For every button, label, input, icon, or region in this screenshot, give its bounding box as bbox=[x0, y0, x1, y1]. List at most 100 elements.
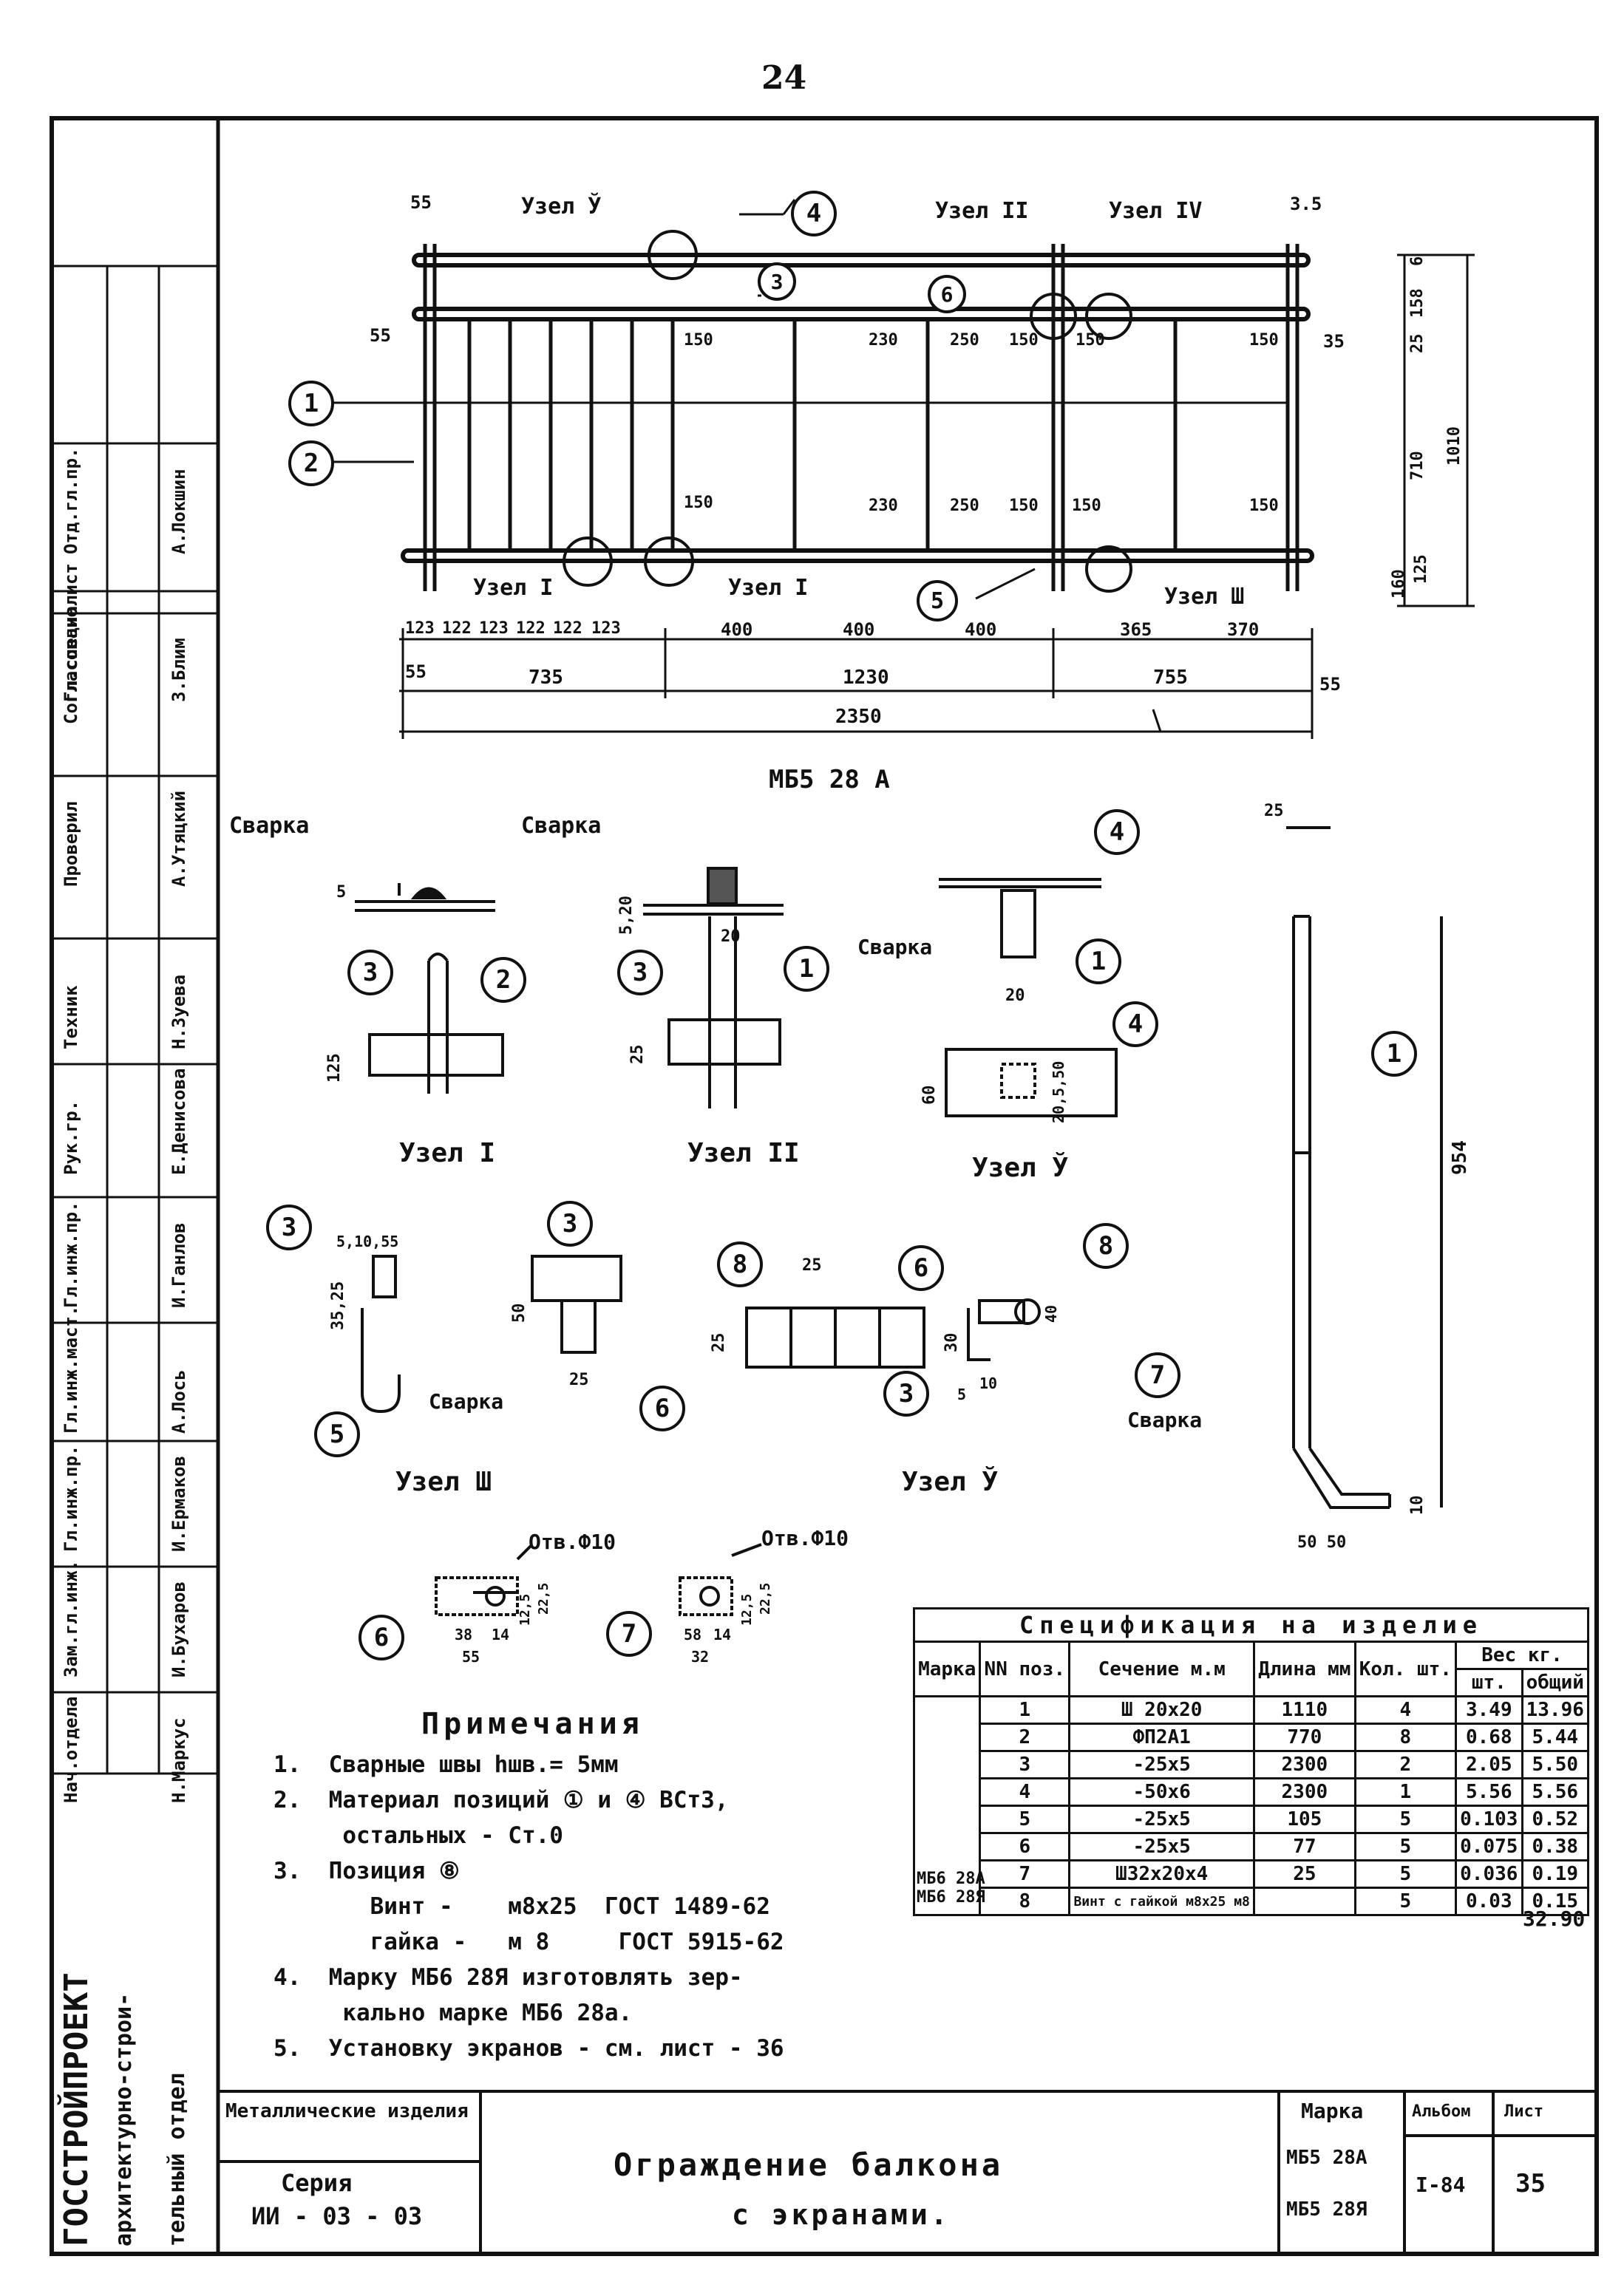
table-cell: 1110 bbox=[1253, 1695, 1356, 1725]
table-cell: 5 bbox=[1353, 1805, 1458, 1834]
note-line: 4. Марку МБ6 28Я изготовлять зер- bbox=[274, 1964, 743, 1991]
spec-hdr-mark: Марка bbox=[912, 1641, 982, 1697]
node5-pos4a: 4 bbox=[1094, 809, 1140, 855]
pos-2-marker: 2 bbox=[288, 440, 334, 486]
node4-pos7: 7 bbox=[1135, 1352, 1180, 1398]
part-7-dim-3: 12,5 bbox=[739, 1593, 755, 1626]
detail-node-3 bbox=[361, 1255, 622, 1414]
side-name: И.Ермаков bbox=[169, 1455, 189, 1552]
side-stamp-grid bbox=[52, 265, 218, 1775]
spec-mark-value: МБ6 28А МБ6 28Я bbox=[917, 1870, 985, 1907]
note-line: кально марке МБ6 28а. bbox=[274, 2000, 633, 2026]
table-cell: -25х5 bbox=[1068, 1750, 1256, 1779]
dim-node5-60: 60 bbox=[920, 1085, 939, 1106]
dim-vert-0: 6 bbox=[1408, 256, 1427, 266]
node1-pos2: 2 bbox=[480, 957, 526, 1003]
table-cell: 0.52 bbox=[1521, 1805, 1590, 1834]
stamp-album-label: Альбом bbox=[1412, 2102, 1471, 2121]
top-view-title: МБ5 28 А bbox=[769, 765, 890, 794]
part6-marker: 6 bbox=[359, 1615, 404, 1660]
post-top-dim: 25 bbox=[1264, 802, 1284, 820]
side-name: И.Бухаров bbox=[169, 1581, 189, 1677]
table-cell: 5.50 bbox=[1521, 1750, 1590, 1779]
top-view-rails bbox=[401, 253, 1314, 563]
title-block-lines bbox=[218, 2090, 1597, 2254]
pos-4-marker: 4 bbox=[791, 191, 837, 236]
spec-hdr-pos: NN поз. bbox=[979, 1641, 1071, 1697]
table-cell: 77 bbox=[1253, 1832, 1356, 1861]
stamp-series-label: Серия bbox=[281, 2169, 353, 2197]
table-cell: 6 bbox=[979, 1832, 1071, 1861]
spec-hdr-qty: Кол. шт. bbox=[1353, 1641, 1458, 1697]
dim-row1-0: 123 bbox=[405, 619, 435, 638]
post-height-dim: 954 bbox=[1449, 1140, 1471, 1175]
table-cell: 1 bbox=[979, 1695, 1071, 1725]
dim-vert-2: 25 bbox=[1408, 333, 1427, 354]
dim-node2-520: 5,20 bbox=[617, 896, 636, 935]
dim-row1-1: 122 bbox=[442, 619, 472, 638]
node2-pos1: 1 bbox=[784, 946, 829, 992]
spec-hdr-weight: Вес кг. bbox=[1455, 1641, 1589, 1670]
node-3-label: Узел Ш bbox=[1164, 584, 1245, 610]
side-name: А.Локшин bbox=[169, 469, 189, 554]
dim-top-left: 55 bbox=[410, 192, 432, 213]
node4-pos8b: 8 bbox=[1083, 1223, 1129, 1269]
stamp-title-1: Ограждение балкона bbox=[614, 2147, 1004, 2183]
node3-pos3b: 3 bbox=[547, 1201, 593, 1247]
table-cell: 7 bbox=[979, 1859, 1071, 1889]
side-role: Проверил bbox=[61, 801, 81, 887]
dim-row1-2: 123 bbox=[479, 619, 509, 638]
stamp-title-2: с экранами. bbox=[732, 2198, 951, 2231]
dim-vert-4: 1010 bbox=[1445, 426, 1464, 466]
pos-6-marker: 6 bbox=[928, 275, 966, 313]
post-foot-dim: 10 bbox=[1408, 1495, 1427, 1516]
table-cell: 8 bbox=[979, 1887, 1071, 1916]
table-cell: 0.103 bbox=[1455, 1805, 1523, 1834]
table-cell: 0.19 bbox=[1521, 1859, 1590, 1889]
table-cell: 3.49 bbox=[1455, 1695, 1523, 1725]
part-7-dim-0: 58 bbox=[684, 1626, 702, 1643]
stamp-product-type: Металлические изделия bbox=[225, 2100, 469, 2122]
spec-table-title: Спецификация на изделие bbox=[913, 1607, 1589, 1643]
side-name: А.Лось bbox=[169, 1369, 189, 1434]
dim-row1-8: 400 bbox=[965, 619, 997, 640]
dim-inner-bottom-4: 150 bbox=[1072, 497, 1101, 515]
dim-node4-25: 25 bbox=[802, 1256, 822, 1275]
part-6-dim-2: 55 bbox=[462, 1648, 480, 1666]
table-cell: 2300 bbox=[1253, 1777, 1356, 1807]
table-cell: 0.036 bbox=[1455, 1859, 1523, 1889]
pos-5-marker: 5 bbox=[917, 580, 958, 621]
table-cell bbox=[912, 1751, 982, 1779]
part-6-dim-4: 22,5 bbox=[536, 1582, 551, 1615]
welding-label-5: Сварка bbox=[1127, 1408, 1203, 1432]
dim-vert-3: 710 bbox=[1408, 451, 1427, 480]
note-line: Винт - м8х25 ГОСТ 1489-62 bbox=[274, 1893, 770, 1920]
table-cell bbox=[912, 1887, 982, 1916]
node-V-caption: Узел Ў bbox=[972, 1153, 1069, 1183]
table-cell: 5 bbox=[1353, 1832, 1458, 1861]
dim-inner-bottom-2: 250 bbox=[950, 497, 979, 515]
dim-total: 2350 bbox=[835, 706, 882, 728]
pos-3-marker: 3 bbox=[758, 262, 796, 301]
node5-pos4b: 4 bbox=[1112, 1001, 1158, 1047]
dim-inner-top-2: 250 bbox=[950, 331, 979, 350]
dim-inner-top-5: 150 bbox=[1249, 331, 1279, 350]
welding-label-2: Сварка bbox=[521, 813, 602, 839]
table-cell: 8 bbox=[1353, 1723, 1458, 1752]
top-view-balusters bbox=[467, 318, 1178, 551]
dim-node1-5: 5 bbox=[336, 883, 347, 902]
table-cell: 25 bbox=[1253, 1859, 1356, 1889]
side-org2: архитектурно-строи- bbox=[111, 1992, 137, 2246]
dim-row2-1: 735 bbox=[529, 667, 563, 689]
part7-marker: 7 bbox=[606, 1611, 652, 1657]
part-6-dim-0: 38 bbox=[455, 1626, 473, 1643]
node-IV-caption: Узел Ў bbox=[902, 1467, 999, 1497]
dim-inner-bottom-3: 150 bbox=[1009, 497, 1039, 515]
side-role: Гл.инж.маст. bbox=[61, 1305, 81, 1434]
stamp-sheet: 35 bbox=[1515, 2169, 1546, 2198]
